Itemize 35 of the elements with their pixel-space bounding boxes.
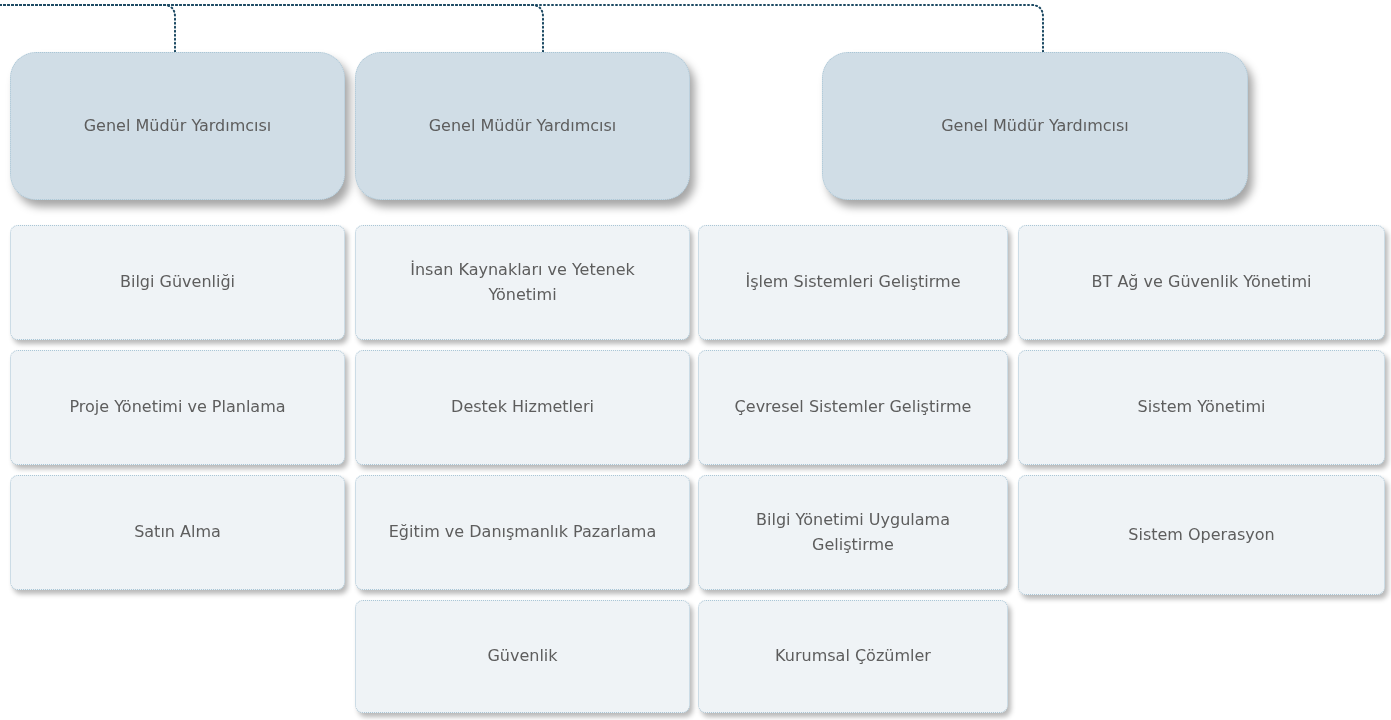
department-box — [355, 350, 690, 465]
box-label: Çevresel Sistemler Geliştirme — [734, 396, 972, 419]
box-label: Genel Müdür Yardımcısı — [428, 114, 617, 137]
box-label: Sistem Yönetimi — [1137, 396, 1266, 419]
department-box — [698, 475, 1008, 590]
box-label: Proje Yönetimi ve Planlama — [69, 396, 286, 419]
department-box — [1018, 350, 1385, 465]
box-label: Satın Alma — [134, 521, 221, 544]
box-label: Genel Müdür Yardımcısı — [941, 114, 1129, 137]
box-label: Destek Hizmetleri — [451, 396, 594, 419]
department-box — [10, 350, 345, 465]
department-box — [355, 600, 690, 713]
position-box — [355, 52, 690, 200]
box-label: Güvenlik — [487, 645, 558, 668]
position-box — [10, 52, 345, 200]
box-label: Kurumsal Çözümler — [775, 645, 931, 668]
box-label: Sistem Operasyon — [1128, 523, 1275, 546]
box-label: Eğitim ve Danışmanlık Pazarlama — [388, 521, 657, 544]
department-box — [355, 475, 690, 590]
department-box — [1018, 225, 1385, 340]
connector-line — [0, 4, 1044, 53]
department-box — [1018, 475, 1385, 595]
box-label: BT Ağ ve Güvenlik Yönetimi — [1091, 271, 1312, 294]
box-label: Bilgi Yönetimi Uygulama Geliştirme — [755, 508, 951, 556]
box-label: İnsan Kaynakları ve Yetenek Yönetimi — [409, 258, 636, 306]
box-label: Bilgi Güvenliği — [119, 271, 235, 294]
department-box — [355, 225, 690, 340]
department-box — [698, 225, 1008, 340]
department-box — [10, 225, 345, 340]
box-label: Genel Müdür Yardımcısı — [83, 114, 272, 137]
department-box — [698, 600, 1008, 713]
department-box — [10, 475, 345, 590]
box-label: İşlem Sistemleri Geliştirme — [745, 271, 961, 294]
position-box — [822, 52, 1248, 200]
department-box — [698, 350, 1008, 465]
